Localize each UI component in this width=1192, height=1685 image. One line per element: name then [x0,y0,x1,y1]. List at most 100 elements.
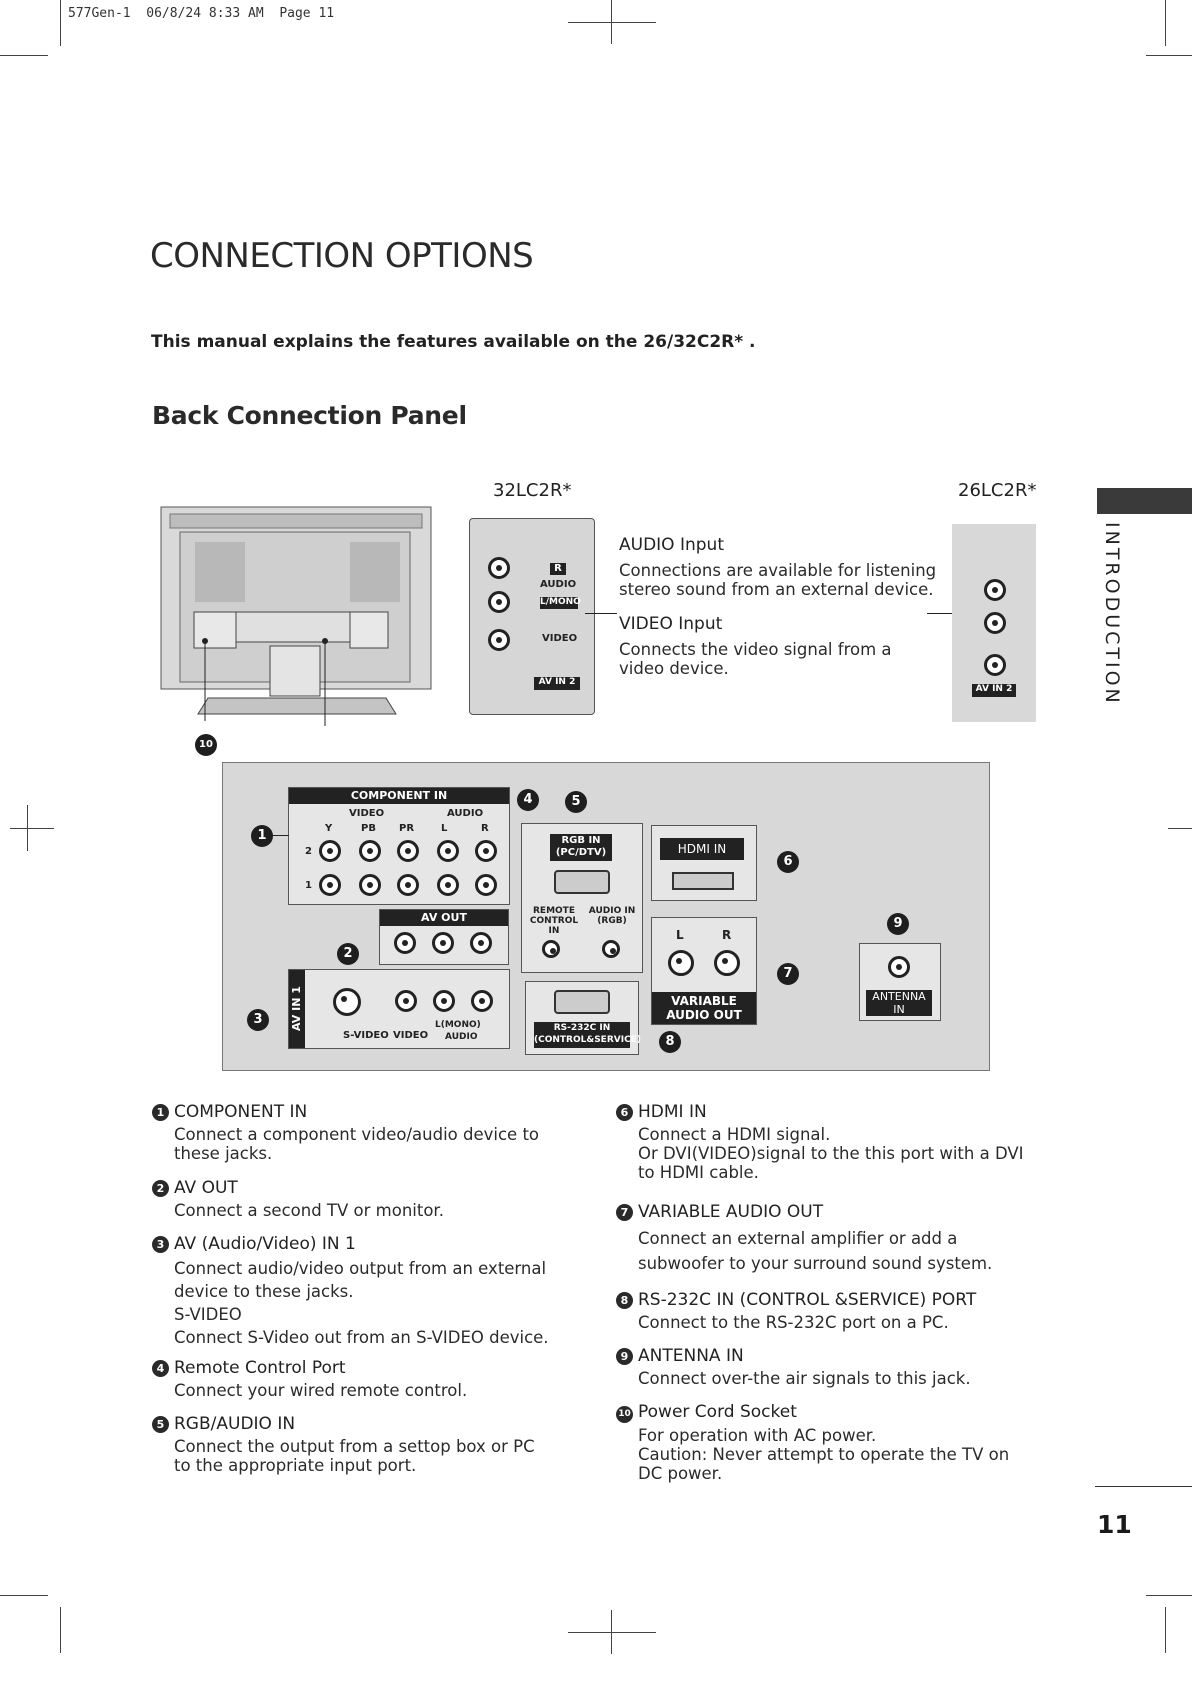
item-number: 1 [152,1104,169,1121]
registration-mark [611,0,612,44]
rs232c-label: RS-232C IN (CONTROL&SERVICE) [534,1022,641,1048]
rs232c-port[interactable] [554,990,610,1014]
rs232c-in-text: RS-232C IN [553,1023,611,1033]
rgb-in-label: RGB IN (PC/DTV) [550,834,612,861]
component2-pb-jack[interactable] [359,840,381,862]
crop-mark [1146,55,1192,56]
callout-9: 9 [887,913,909,935]
s-video-label: S-VIDEO [343,1030,389,1041]
model-label-right: 26LC2R* [958,480,1037,501]
antenna-in-group: ANTENNA IN [859,943,941,1021]
audio-label: AUDIO [445,1032,478,1042]
rgb-in-text: RGB IN [561,835,601,846]
item-heading: RS-232C IN (CONTROL &SERVICE) PORT [638,1290,977,1310]
item-text: Connect over-the air signals to this jac… [638,1369,971,1388]
item-heading: AV OUT [174,1178,238,1198]
video-jack[interactable] [488,629,510,651]
item-text: Connect your wired remote control. [174,1381,468,1400]
video-label: VIDEO [393,1030,429,1041]
rgb-in-port[interactable] [554,870,610,894]
audio-r-jack[interactable] [488,557,510,579]
item-text: Connect to the RS-232C port on a PC. [638,1313,949,1332]
av-in-video-jack[interactable] [395,990,417,1012]
registration-mark [611,1610,612,1654]
component2-l-jack[interactable] [437,840,459,862]
crop-mark [1165,0,1166,46]
variable-audio-out-r-jack[interactable] [714,950,740,976]
av-out-r-jack[interactable] [470,932,492,954]
audio-l-jack-26[interactable] [984,612,1006,634]
component1-r-jack[interactable] [475,874,497,896]
leader-line [273,835,289,836]
audio-input-title: AUDIO Input [619,535,724,555]
component1-pr-jack[interactable] [397,874,419,896]
audio-l-jack[interactable] [488,591,510,613]
component2-y-jack[interactable] [319,840,341,862]
item-heading: RGB/AUDIO IN [174,1414,296,1434]
item-heading: AV (Audio/Video) IN 1 [174,1234,356,1254]
pb-label: PB [361,823,376,834]
av-in-1-group: AV IN 1 S-VIDEO VIDEO L(MONO) AUDIO [288,969,510,1049]
component1-y-jack[interactable] [319,874,341,896]
s-video-jack[interactable] [333,988,361,1016]
item-number: 4 [152,1360,169,1377]
component1-l-jack[interactable] [437,874,459,896]
side-input-panel-26: AV IN 2 [952,524,1036,722]
audio-label: AUDIO [540,579,577,590]
item-text: Connect a second TV or monitor. [174,1201,444,1220]
item-number: 6 [616,1104,633,1121]
hdmi-port[interactable] [672,872,734,890]
row-1-label: 1 [305,880,312,891]
remote-control-jack[interactable] [542,940,560,958]
registration-mark [1168,828,1192,829]
audio-r-jack-26[interactable] [984,579,1006,601]
registration-mark [568,22,656,23]
video-jack-26[interactable] [984,654,1006,676]
av-out-l-jack[interactable] [432,932,454,954]
y-label: Y [325,823,333,834]
row-2-label: 2 [305,846,312,857]
lmono-label: L/MONO [540,597,581,609]
component1-pb-jack[interactable] [359,874,381,896]
av-out-video-jack[interactable] [394,932,416,954]
variable-audio-out-group: L R VARIABLE AUDIO OUT [651,917,757,1025]
antenna-in-jack[interactable] [888,956,910,978]
av-in-l-jack[interactable] [433,990,455,1012]
av-out-label: AV OUT [380,910,508,926]
component2-r-jack[interactable] [475,840,497,862]
item-heading: HDMI IN [638,1102,707,1122]
item-sub-text: Connect S-Video out from an S-VIDEO devi… [174,1328,549,1347]
crop-mark [1146,1595,1192,1596]
hdmi-in-group: HDMI IN [651,825,757,901]
av-in-r-jack[interactable] [471,990,493,1012]
registration-mark [10,828,54,829]
component-in-label: COMPONENT IN [289,788,509,804]
variable-audio-out-l-jack[interactable] [668,950,694,976]
av-in-2-label: AV IN 2 [534,677,580,690]
intro-text: This manual explains the features availa… [151,332,756,352]
callout-3: 3 [247,1009,269,1031]
av-out-group: AV OUT [379,909,509,965]
page-number-rule [1095,1486,1192,1487]
audio-in-rgb-jack[interactable] [602,940,620,958]
item-heading: Remote Control Port [174,1358,346,1378]
variable-audio-out-label: VARIABLE AUDIO OUT [652,992,756,1024]
component2-pr-jack[interactable] [397,840,419,862]
item-number: 2 [152,1180,169,1197]
r-label: R [481,823,489,834]
side-input-panel-32: R AUDIO L/MONO VIDEO AV IN 2 [469,518,595,715]
item-text: Connect audio/video output from an exter… [174,1259,547,1301]
vao-r-label: R [722,928,732,942]
item-number: 5 [152,1416,169,1433]
item-sub-heading: S-VIDEO [174,1305,242,1324]
hdmi-in-label: HDMI IN [660,838,744,860]
item-heading: Power Cord Socket [638,1402,797,1422]
registration-mark [568,1632,656,1633]
page-title: CONNECTION OPTIONS [150,236,534,276]
